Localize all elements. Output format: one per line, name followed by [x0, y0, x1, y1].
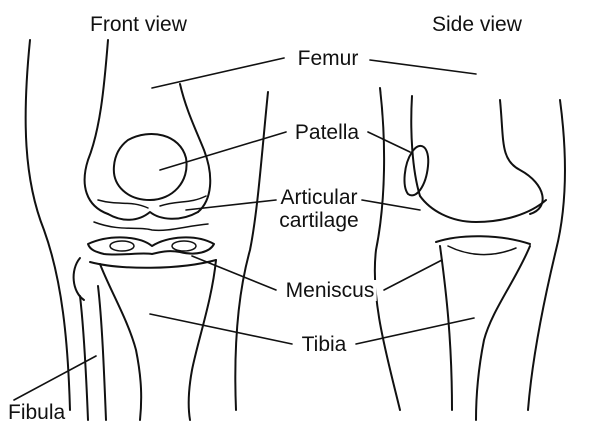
side-view-drawing: [375, 88, 565, 420]
meniscus-label: Meniscus: [284, 280, 377, 301]
front-view-drawing: [26, 40, 268, 420]
side-femur-front-edge: [500, 100, 543, 214]
front-left-skin-outline: [26, 40, 70, 410]
side-patella: [405, 146, 429, 196]
cartilage-leader-front: [186, 200, 276, 210]
front-tibia-right-edge: [189, 260, 216, 420]
front-fibula-shaft-left: [80, 296, 88, 420]
leader-lines: [14, 58, 476, 400]
front-condyle-detail: [98, 196, 206, 208]
femur-leader-front: [152, 58, 284, 88]
front-fibula-shaft-right: [98, 286, 106, 420]
patella-label: Patella: [293, 122, 361, 143]
side-front-skin-outline: [528, 100, 565, 410]
front-meniscus-left-hole: [110, 241, 134, 251]
front-meniscus: [88, 237, 214, 254]
meniscus-leader-front: [192, 256, 276, 290]
side-femoral-condyle: [420, 196, 546, 222]
side-tibia-back-edge: [440, 246, 452, 410]
side-view-title: Side view: [430, 14, 524, 35]
fibula-leader: [14, 356, 96, 400]
front-femur-right-edge: [180, 84, 210, 212]
cartilage-leader-side: [362, 200, 420, 210]
side-tibia-front-edge: [476, 246, 530, 420]
articular-cartilage-label-line1: Articular: [279, 186, 358, 209]
front-fibula-head: [74, 258, 84, 300]
femur-leader-side: [370, 60, 476, 74]
femur-label: Femur: [296, 48, 361, 69]
front-tibia-plateau: [90, 260, 216, 268]
meniscus-leader-side: [384, 260, 442, 290]
patella-leader-side: [368, 132, 410, 152]
fibula-label: Fibula: [6, 402, 67, 423]
tibia-leader-side: [356, 318, 474, 344]
tibia-label: Tibia: [300, 334, 349, 355]
patella-leader-front: [160, 132, 286, 170]
front-femur-left-edge: [85, 40, 108, 214]
front-femoral-condyles: [108, 212, 198, 220]
side-tibia-plateau: [436, 236, 530, 244]
front-patella: [114, 134, 187, 200]
articular-cartilage-label: Articular cartilage: [277, 186, 360, 232]
front-cartilage-band: [94, 222, 208, 230]
articular-cartilage-label-line2: cartilage: [279, 209, 358, 232]
side-meniscus: [448, 246, 516, 255]
front-view-title: Front view: [88, 14, 189, 35]
front-meniscus-right-hole: [172, 241, 196, 251]
front-tibia-left-edge: [100, 264, 141, 420]
tibia-leader-front: [150, 314, 292, 344]
